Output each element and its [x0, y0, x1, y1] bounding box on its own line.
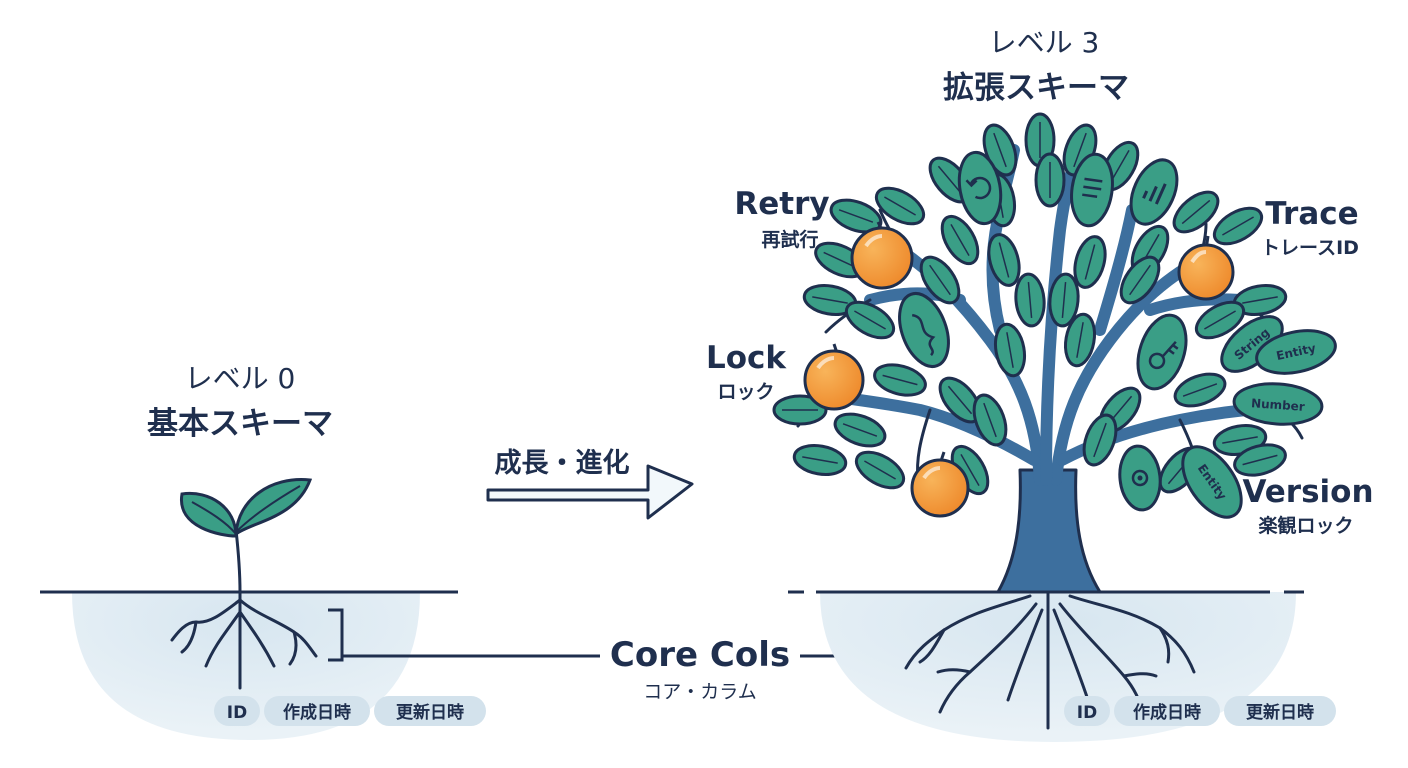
seedling-roots [170, 590, 318, 690]
pill-created-at [264, 696, 370, 726]
tree-leaf [940, 214, 980, 266]
growth-arrow-label: 成長・進化 [495, 448, 630, 479]
tree-leaf [1173, 372, 1227, 408]
pill-id [214, 696, 260, 726]
tree-trunk [996, 468, 1102, 594]
tree-leaf [1212, 206, 1264, 246]
left-title: 基本スキーマ [147, 406, 333, 442]
tree-leaf [919, 255, 961, 305]
left-panel: レベル 0 基本スキーマ ID [40, 362, 600, 740]
tree-leaf [874, 186, 926, 226]
tree-leaf [1172, 190, 1220, 234]
feature-lock-name: Lock [706, 340, 787, 376]
tree-leaf [972, 393, 1008, 447]
right-title: 拡張スキーマ [943, 70, 1129, 106]
tree-leaf [854, 450, 906, 490]
feature-retry-sub: 再試行 [761, 228, 818, 251]
fruits [803, 221, 1235, 518]
tree-leaf [1194, 300, 1246, 340]
feature-trace-sub: トレースID [1261, 237, 1359, 259]
tree-leaf [844, 300, 896, 340]
pill-id-right [1064, 696, 1110, 726]
feature-version-name: Version [1242, 474, 1373, 510]
right-level-label: レベル 3 [989, 26, 1100, 59]
pill-updated-at-label: 更新日時 [396, 702, 464, 723]
tree-leaf [987, 233, 1021, 287]
tree-roots [904, 590, 1196, 730]
feature-trace-name: Trace [1265, 196, 1358, 232]
pill-created-at-right [1114, 696, 1220, 726]
core-cols-sublabel: コア・カラム [643, 681, 756, 703]
fruit-version [910, 451, 970, 518]
leaf-number [1232, 382, 1324, 426]
pill-updated-at-right-label: 更新日時 [1246, 702, 1314, 723]
fruit-lock [803, 343, 865, 411]
tree-leaf [1014, 272, 1046, 328]
tree-leaf [833, 412, 887, 448]
seedling-icon [180, 478, 313, 593]
left-level-label: レベル 0 [185, 362, 296, 395]
left-column-pills: ID 作成日時 更新日時 [214, 696, 486, 726]
right-column-pills: ID 作成日時 更新日時 [1064, 696, 1336, 726]
fruit-retry [850, 221, 914, 290]
document-leaf-icon [1070, 152, 1114, 228]
refresh-leaf-icon [957, 150, 1003, 226]
tree-leaf [1233, 443, 1287, 477]
feature-labels: Retry 再試行 Trace トレースID Lock ロック Version … [706, 186, 1374, 537]
tree-leaf [1034, 152, 1066, 208]
pill-updated-at-right [1224, 696, 1336, 726]
right-soil [820, 592, 1296, 742]
feature-retry-name: Retry [734, 186, 829, 222]
tree-leaf [772, 394, 828, 426]
core-bracket-left [328, 608, 344, 662]
tree-leaf [1119, 255, 1161, 305]
core-cols-label: Core Cols [610, 635, 790, 675]
pill-id-right-label: ID [1077, 703, 1097, 723]
right-arrow-icon [486, 464, 694, 520]
tree-leaf [993, 322, 1027, 378]
pill-created-at-label: 作成日時 [283, 702, 351, 723]
pill-id-label: ID [227, 703, 247, 723]
feature-version-sub: 楽観ロック [1258, 514, 1353, 537]
tree-leaf [1082, 413, 1118, 467]
tree-leaf [873, 363, 927, 397]
tree-leaves [772, 112, 1288, 496]
fruit-trace [1177, 235, 1235, 301]
leaf-number-label: Number [1251, 396, 1306, 414]
growth-arrow: 成長・進化 [486, 448, 694, 520]
leaf-entity-bottom [1181, 445, 1243, 519]
tree-leaf [1073, 235, 1107, 289]
right-panel: レベル 3 拡張スキーマ [706, 26, 1374, 742]
pill-updated-at [374, 696, 486, 726]
leaf-entity-top [1255, 329, 1337, 375]
key-leaf-icon [1136, 313, 1188, 391]
feature-lock-sub: ロック [717, 381, 774, 403]
tree-leaf [792, 443, 848, 477]
labeled-leaves: String Entity Number Entity [898, 150, 1337, 519]
pill-created-at-right-label: 作成日時 [1133, 702, 1201, 723]
tree-leaf [1063, 312, 1097, 368]
